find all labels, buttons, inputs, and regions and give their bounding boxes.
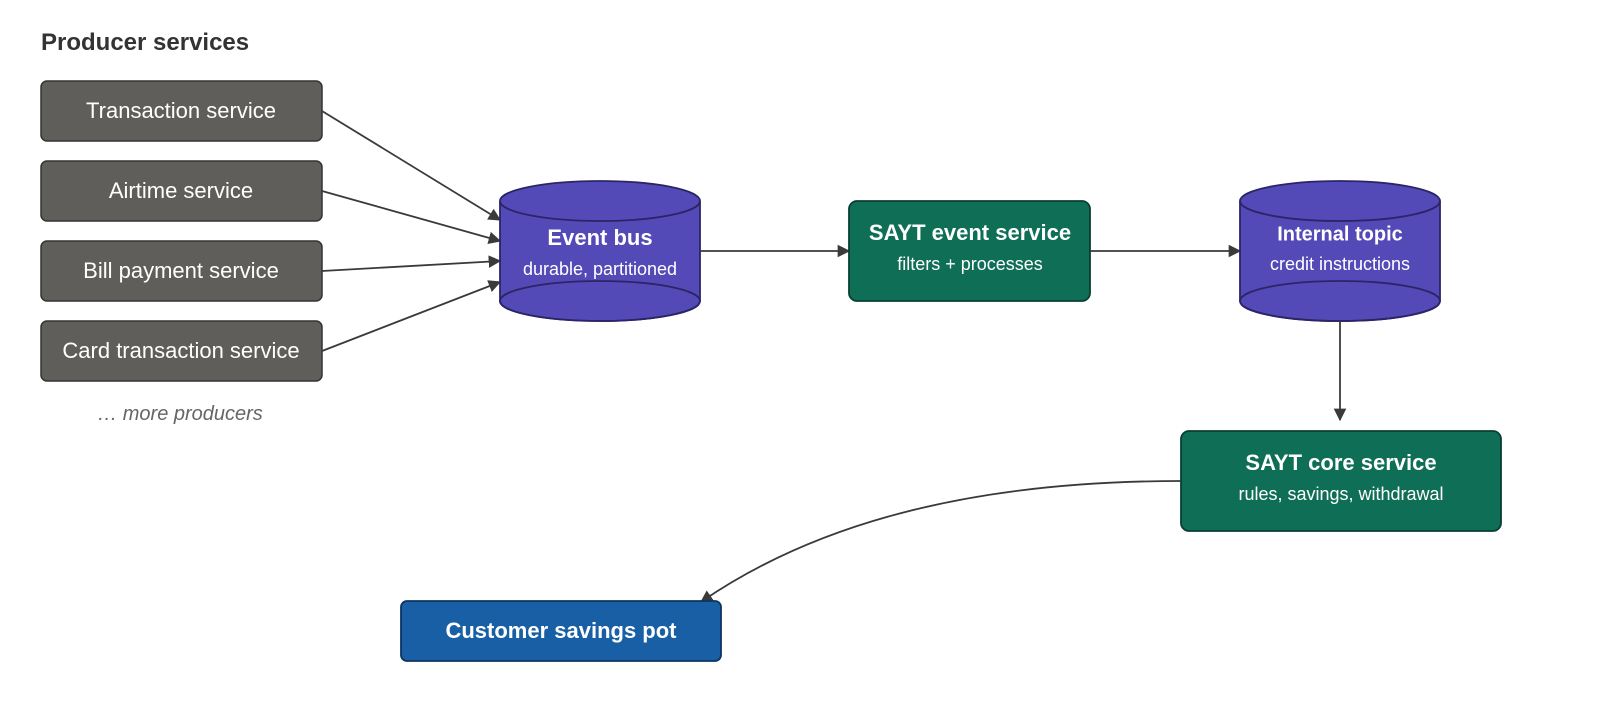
producer-airtime-service[interactable]: Airtime service	[40, 160, 323, 222]
more-producers-label: … more producers	[97, 403, 263, 425]
edge-card-to-event-bus	[321, 280, 502, 352]
sayt-core-service-subtitle: rules, savings, withdrawal	[1238, 484, 1443, 504]
sayt-event-service-subtitle: filters + processes	[897, 254, 1043, 274]
producers-section-title: Producer services	[41, 29, 249, 56]
customer-savings-pot-box[interactable]: Customer savings pot	[400, 600, 722, 662]
producer-label: Airtime service	[109, 178, 253, 203]
customer-savings-pot-title: Customer savings pot	[445, 618, 677, 643]
sayt-core-service-title: SAYT core service	[1245, 450, 1436, 475]
edge-bill-payment-to-event-bus	[321, 255, 502, 272]
edge-sayt-core-to-savings-pot	[699, 480, 1182, 603]
event-bus-title: Event bus	[547, 225, 652, 250]
internal-topic-cylinder-icon[interactable]: Internal topic credit instructions	[1239, 180, 1441, 322]
internal-topic-title: Internal topic	[1277, 223, 1403, 245]
edge-airtime-to-event-bus	[321, 190, 502, 244]
internal-topic-subtitle: credit instructions	[1270, 254, 1410, 274]
producer-card-transaction-service[interactable]: Card transaction service	[40, 320, 323, 382]
producer-label: Bill payment service	[83, 258, 279, 283]
producer-bill-payment-service[interactable]: Bill payment service	[40, 240, 323, 302]
edge-transaction-to-event-bus	[321, 110, 502, 221]
sayt-event-service-title: SAYT event service	[869, 220, 1071, 245]
event-bus-subtitle: durable, partitioned	[523, 259, 677, 279]
sayt-core-service-box[interactable]: SAYT core service rules, savings, withdr…	[1180, 430, 1502, 532]
producer-label: Card transaction service	[62, 338, 299, 363]
sayt-event-service-box[interactable]: SAYT event service filters + processes	[848, 200, 1091, 302]
producer-transaction-service[interactable]: Transaction service	[40, 80, 323, 142]
event-bus-cylinder-icon[interactable]: Event bus durable, partitioned	[499, 180, 701, 322]
producer-label: Transaction service	[86, 98, 276, 123]
